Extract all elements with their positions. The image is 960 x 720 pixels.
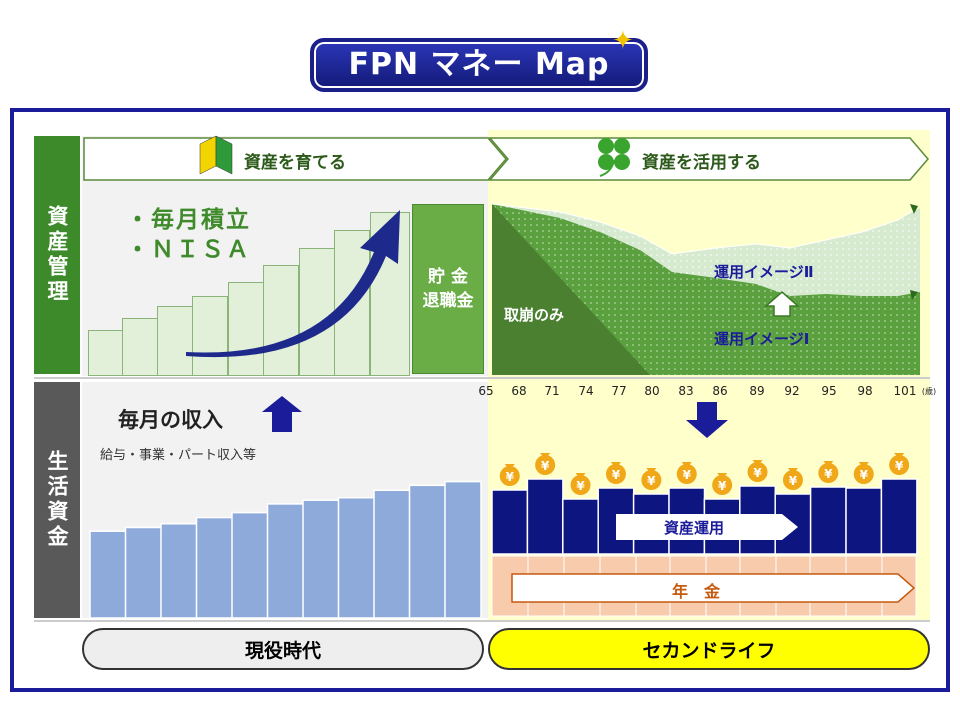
age-tick: 74 [578, 384, 594, 398]
income-bar [195, 516, 234, 619]
svg-text:¥: ¥ [647, 474, 656, 488]
retirement-income-bar [526, 478, 564, 555]
monthly-installment-label: ・毎月積立 [126, 207, 251, 233]
money-bag-icon: ¥ [535, 453, 556, 475]
clover-icon [598, 138, 630, 177]
age-tick: 83 [678, 384, 694, 398]
income-bar [373, 489, 411, 619]
svg-text:¥: ¥ [789, 474, 798, 488]
money-bag-icon: ¥ [818, 461, 839, 483]
up-arrow-icon [262, 396, 302, 432]
retirement-income-bar [809, 486, 847, 555]
sparkle-icon: ✦ [612, 26, 634, 56]
stair-step [157, 306, 193, 376]
income-bar [160, 523, 198, 619]
money-bag-icon: ¥ [853, 462, 874, 484]
svg-text:¥: ¥ [824, 467, 833, 481]
stage-arrow-grow [83, 137, 507, 181]
svg-text:¥: ¥ [895, 459, 904, 473]
savings-label: 貯 金 [428, 267, 468, 287]
retirement-income-bar [845, 487, 883, 555]
section-divider [34, 377, 930, 379]
asset-operation-label: 資産運用 [664, 519, 725, 537]
svg-text:¥: ¥ [753, 466, 762, 480]
svg-text:¥: ¥ [718, 479, 727, 493]
growth-arrow-icon [186, 210, 400, 358]
investment-methods: ・毎月積立 ・ＮＩＳＡ [126, 205, 251, 265]
age-tick: 89 [749, 384, 765, 398]
income-bar [444, 480, 482, 619]
income-bar [231, 511, 269, 619]
down-arrow-icon [686, 402, 728, 438]
svg-text:¥: ¥ [541, 459, 550, 473]
money-bag-icon: ¥ [499, 464, 520, 486]
money-bag-icon: ¥ [605, 462, 626, 484]
asset-management-label: 資産管理 [34, 136, 80, 374]
trend-arrowhead-icon [910, 204, 918, 214]
second-life-phase: セカンドライフ [488, 628, 930, 670]
current-working-phase: 現役時代 [82, 628, 484, 670]
stage-utilize-label: 資産を活用する [642, 153, 761, 173]
age-tick: 92 [784, 384, 800, 398]
money-bag-icon: ¥ [570, 473, 591, 495]
age-tick: 101 [893, 384, 917, 398]
age-unit: (歳) [921, 387, 937, 396]
stair-step [192, 296, 228, 376]
age-tick: 98 [857, 384, 873, 398]
money-bag-icon: ¥ [676, 462, 697, 484]
stair-step [228, 282, 264, 376]
age-tick: 95 [821, 384, 837, 398]
asset-operation-arrow [616, 514, 798, 540]
income-bars [89, 480, 482, 619]
money-bags: ¥ ¥ ¥ ¥ ¥ ¥ ¥ ¥ ¥ ¥ ¥ ¥ [499, 453, 910, 495]
svg-text:¥: ¥ [683, 468, 692, 482]
age-tick: 86 [712, 384, 728, 398]
money-bag-icon: ¥ [782, 468, 803, 490]
money-bag-icon: ¥ [889, 453, 910, 475]
savings-retirement-box: 貯 金 退職金 [412, 204, 484, 374]
operation-image-2-line [491, 203, 917, 255]
retirement-income-bar [880, 478, 918, 555]
money-bag-icon: ¥ [747, 460, 768, 482]
pension-label: 年 金 [672, 582, 721, 601]
operation-image-1-label: 運用イメージⅠ [714, 330, 810, 348]
income-sources-label: 給与・事業・パート収入等 [100, 448, 257, 463]
income-bar [124, 526, 163, 619]
retirement-allowance-label: 退職金 [422, 291, 474, 311]
income-bar [408, 484, 447, 619]
withdraw-only-area [492, 204, 650, 375]
trend-arrowhead-icon [910, 290, 918, 300]
income-bar [89, 530, 127, 619]
beginner-mark-icon [199, 135, 233, 175]
pension-arrow [511, 573, 916, 603]
age-tick: 65 [478, 384, 494, 398]
svg-text:¥: ¥ [576, 479, 585, 493]
svg-text:¥: ¥ [612, 468, 621, 482]
section-divider [34, 620, 930, 622]
age-tick: 68 [511, 384, 527, 398]
money-bag-icon: ¥ [641, 468, 662, 490]
retirement-income-bar [491, 489, 529, 555]
living-funds-label: 生活資金 [34, 382, 80, 618]
nisa-label: ・ＮＩＳＡ [126, 237, 251, 263]
age-tick: 71 [544, 384, 560, 398]
withdraw-only-label: 取崩のみ [504, 306, 565, 324]
operation-image-2-label: 運用イメージⅡ [714, 263, 814, 281]
retirement-income-bar [562, 498, 600, 555]
income-bar [337, 496, 376, 619]
age-tick: 80 [644, 384, 660, 398]
age-tick: 77 [611, 384, 627, 398]
svg-text:¥: ¥ [860, 468, 869, 482]
svg-text:¥: ¥ [506, 470, 515, 484]
app-title: FPN マネー Map [310, 38, 648, 92]
up-arrow-icon [764, 291, 800, 317]
money-bag-icon: ¥ [712, 473, 733, 495]
stage-grow-label: 資産を育てる [244, 153, 346, 173]
monthly-income-title: 毎月の収入 [118, 408, 223, 432]
stair-step [263, 265, 299, 376]
income-bar [302, 499, 340, 619]
income-bar [266, 503, 305, 619]
